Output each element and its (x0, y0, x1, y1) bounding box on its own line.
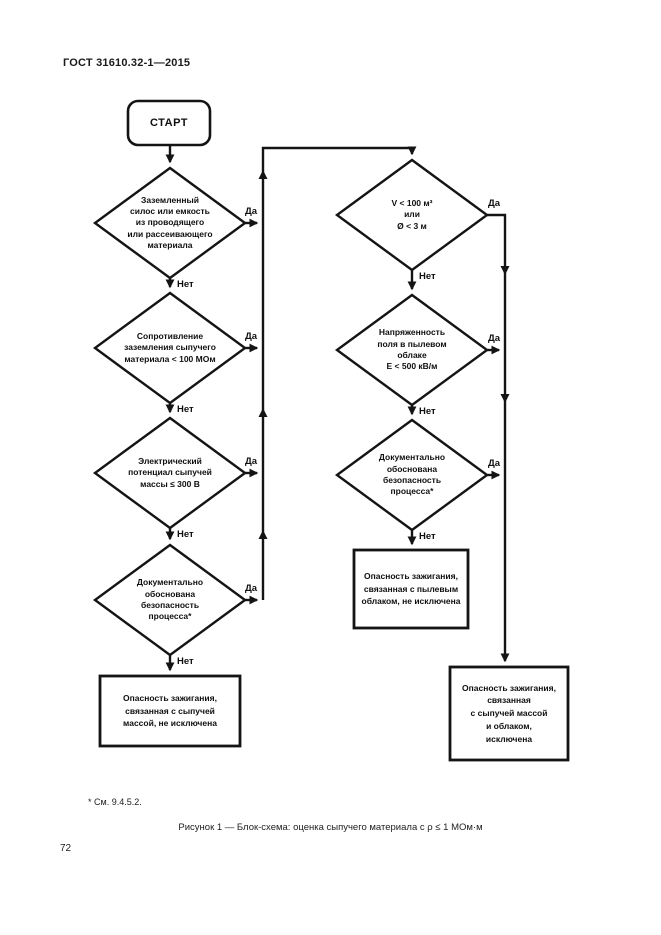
no-label-left-4: Нет (177, 656, 194, 667)
outcome-dust-cloud-hazard-shape (352, 548, 470, 630)
page-number: 72 (60, 843, 72, 854)
yes-label-left-1: Да (245, 206, 258, 217)
decision-volume-diameter-label: V < 100 м³ или Ø < 3 м (391, 198, 433, 231)
no-label-left-1: Нет (177, 279, 194, 290)
start-node-label: СТАРТ (149, 117, 189, 129)
connector-lines (165, 146, 510, 672)
footnote: * См. 9.4.5.2. (88, 797, 142, 807)
outcome-bulk-hazard-label: Опасность зажигания, связанная с сыпучей… (123, 692, 217, 729)
no-label-right-2: Нет (419, 406, 436, 417)
decision-grounded-silo-label: Заземленный силос или емкость из проводя… (127, 194, 213, 250)
decision-documented-safety-right-label: Документально обоснована безопасность пр… (378, 452, 446, 497)
no-label-left-3: Нет (177, 529, 194, 540)
outcome-no-hazard-label: Опасность зажигания, связанная с сыпучей… (462, 682, 556, 744)
outcome-no-hazard-shape (448, 665, 570, 762)
no-label-right-1: Нет (419, 271, 436, 282)
yes-label-right-3: Да (488, 458, 501, 469)
no-label-right-3: Нет (419, 531, 436, 542)
decision-field-strength-shape (334, 293, 490, 407)
yes-label-right-2: Да (488, 333, 501, 344)
decision-grounding-resistance-shape (92, 291, 248, 405)
decision-electric-potential-shape (92, 416, 248, 530)
decision-grounded-silo-shape (92, 166, 248, 280)
start-node-shape (126, 99, 212, 147)
outcome-dust-cloud-hazard-label: Опасность зажигания, связанная с пылевым… (361, 570, 461, 607)
figure-caption: Рисунок 1 — Блок-схема: оценка сыпучего … (178, 822, 483, 833)
no-label-left-2: Нет (177, 404, 194, 415)
decision-documented-safety-left-label: Документально обоснована безопасность пр… (136, 577, 204, 622)
yes-label-left-3: Да (245, 456, 258, 467)
decision-grounding-resistance-label: Сопротивление заземления сыпучего матери… (124, 331, 216, 364)
flow-direction-ticks (258, 170, 510, 539)
yes-label-left-4: Да (245, 583, 258, 594)
outcome-bulk-hazard-shape (98, 674, 242, 748)
page-header: ГОСТ 31610.32-1—2015 (63, 57, 191, 69)
decision-electric-potential-label: Электрический потенциал сыпучей массы ≤ … (128, 456, 212, 489)
decision-documented-safety-right-shape (334, 418, 490, 532)
yes-label-right-1: Да (488, 198, 501, 209)
decision-documented-safety-left-shape (92, 543, 248, 657)
decision-volume-diameter-shape (334, 158, 490, 272)
decision-field-strength-label: Напряженность поля в пылевом облаке E < … (377, 327, 447, 372)
yes-label-left-2: Да (245, 331, 258, 342)
